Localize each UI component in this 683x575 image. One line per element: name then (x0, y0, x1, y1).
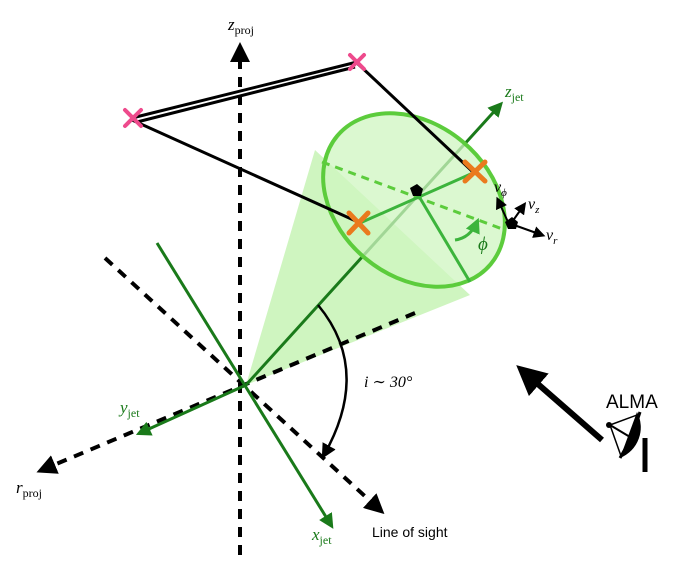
jet-cone (246, 150, 470, 385)
phi-arc (454, 217, 480, 242)
pink-marker-left (123, 108, 143, 128)
v-r-arrow (513, 224, 546, 238)
inclination-label: i ∼ 30° (364, 374, 413, 391)
projection-outline (131, 60, 475, 224)
ring-chord (359, 171, 474, 225)
inclination-arc (317, 304, 348, 459)
line-of-sight-label: Line of sight (372, 524, 448, 540)
parcel-dot-center (410, 184, 423, 196)
y-jet-axis (135, 383, 247, 436)
ring-solid-diameter (412, 187, 472, 283)
v-r-label: vr (546, 227, 558, 247)
alma-direction-arrow (516, 365, 604, 443)
v-phi-arrow (496, 196, 509, 223)
orange-marker-upper (462, 159, 488, 184)
v-z-arrow (511, 202, 527, 223)
pink-marker-top (348, 53, 366, 71)
z-jet-label: zjet (504, 82, 524, 104)
x-jet-axis (155, 242, 334, 529)
phi-label: ϕ (478, 234, 488, 255)
z-proj-label: zproj (227, 15, 254, 37)
alma-dish-icon (606, 411, 648, 472)
v-z-label: vz (528, 196, 540, 216)
orange-marker-lower (346, 210, 371, 236)
v-phi-label: vϕ (494, 179, 507, 199)
y-jet-label: yjet (118, 398, 140, 420)
alma-label: ALMA (606, 392, 658, 413)
r-proj-label: rproj (16, 478, 42, 500)
ring-dashed-diameter (321, 160, 506, 232)
x-jet-label: xjet (311, 525, 332, 547)
